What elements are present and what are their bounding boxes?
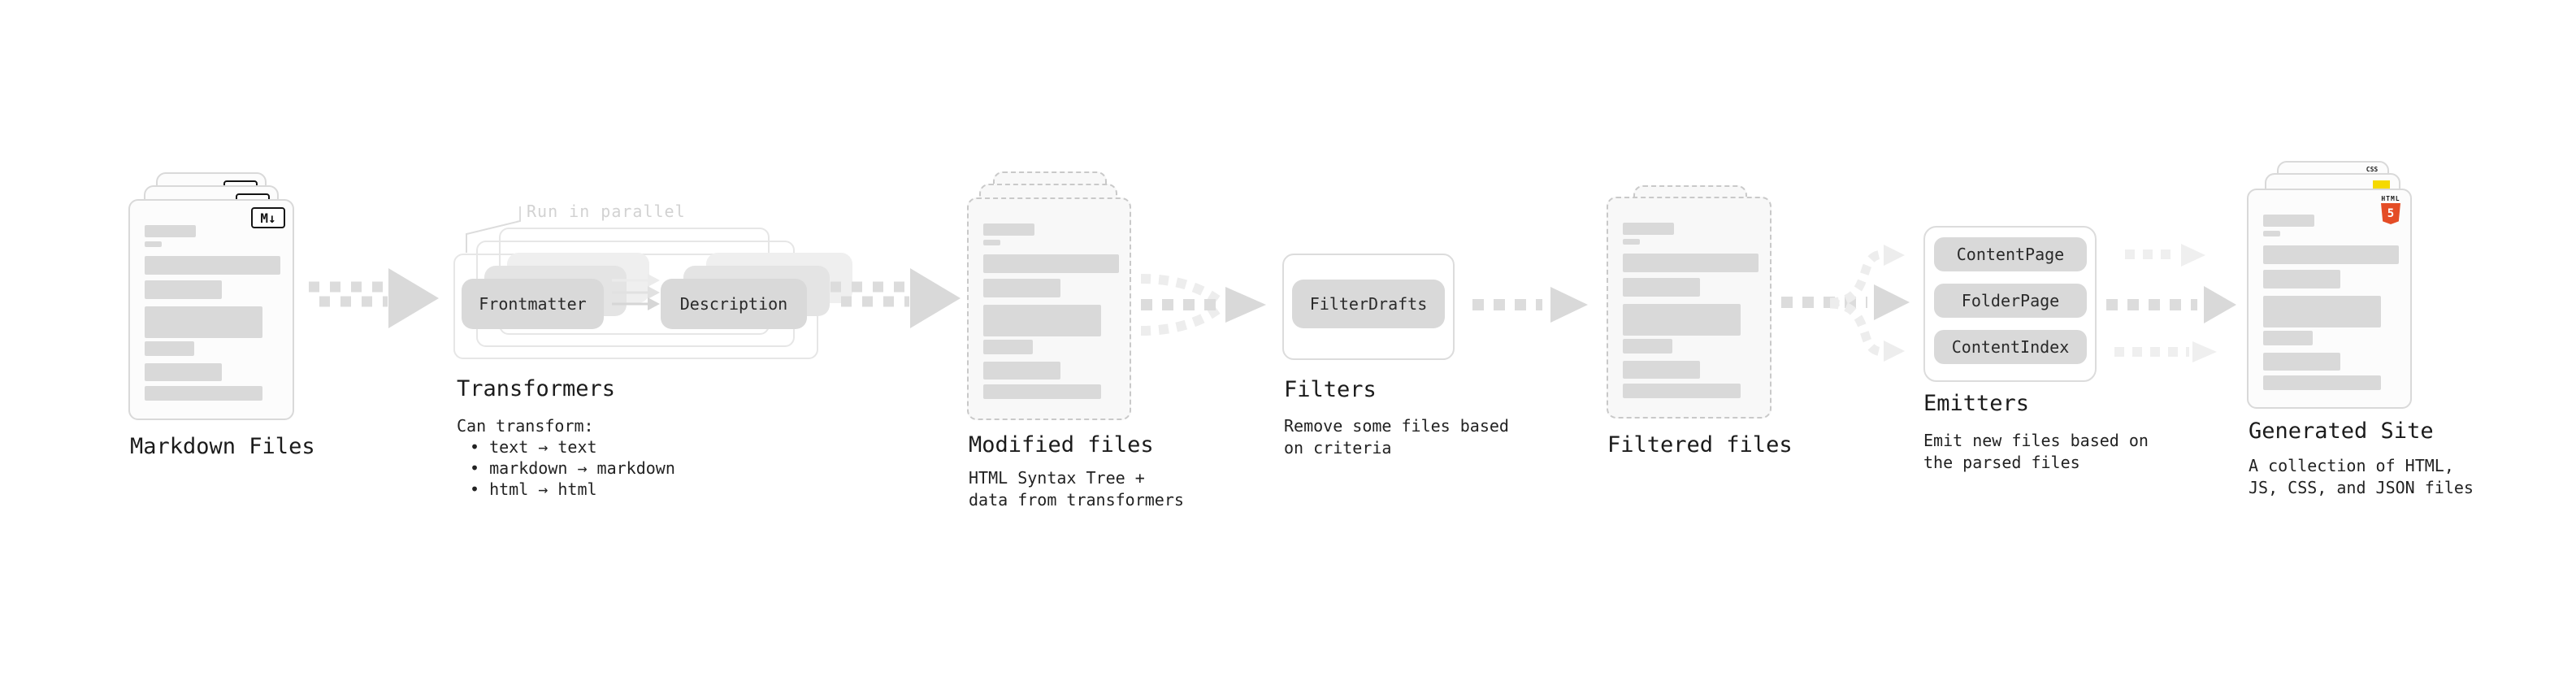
text-line-placeholder	[983, 362, 1060, 380]
transform-bullet: • text → text	[470, 437, 597, 457]
transform-bullet: • html → html	[470, 479, 597, 499]
text-line-placeholder	[983, 340, 1033, 354]
desc-line: A collection of HTML,	[2249, 456, 2454, 475]
markdown-icon: M↓	[251, 207, 285, 228]
generated-site-label: Generated Site	[2249, 419, 2434, 444]
arrow-markdown-to-transformers	[309, 268, 439, 328]
text-line-placeholder	[1623, 254, 1759, 272]
desc-line: HTML Syntax Tree +	[969, 468, 1145, 488]
text-line-placeholder	[1623, 304, 1741, 336]
html5-icon: HTML 5	[2380, 195, 2401, 224]
desc-line: Remove some files based	[1284, 416, 1509, 436]
js-file-icon	[2373, 180, 2390, 189]
text-line-placeholder	[2263, 375, 2381, 390]
text-line-placeholder	[145, 386, 262, 401]
text-line-placeholder	[983, 240, 1000, 245]
html5-shield: 5	[2381, 203, 2400, 224]
generated-site-description: A collection of HTML, JS, CSS, and JSON …	[2249, 455, 2474, 499]
contentpage-pill: ContentPage	[1934, 237, 2087, 271]
filterdrafts-pill: FilterDrafts	[1292, 280, 1445, 328]
text-line-placeholder	[145, 341, 194, 356]
html5-icon-label: HTML	[2381, 195, 2400, 202]
filters-box: FilterDrafts	[1282, 254, 1455, 360]
text-line-placeholder	[2263, 215, 2314, 227]
text-line-placeholder	[1623, 339, 1672, 354]
text-line-placeholder	[983, 254, 1119, 273]
transform-bullet: • markdown → markdown	[470, 458, 675, 478]
arrow-emitters-to-generated	[2106, 244, 2236, 362]
frontmatter-pill: Frontmatter	[462, 279, 604, 329]
text-line-placeholder	[145, 363, 222, 381]
desc-line: the parsed files	[1923, 453, 2080, 472]
folderpage-pill: FolderPage	[1934, 284, 2087, 318]
contentindex-pill: ContentIndex	[1934, 330, 2087, 364]
filtered-files-label: Filtered files	[1607, 432, 1793, 458]
desc-line: data from transformers	[969, 490, 1184, 510]
text-line-placeholder	[2263, 353, 2340, 371]
filters-description: Remove some files based on criteria	[1284, 415, 1509, 459]
text-line-placeholder	[145, 225, 196, 237]
text-line-placeholder	[145, 256, 280, 275]
text-line-placeholder	[2263, 296, 2381, 327]
css-icon-label: CSS	[2366, 166, 2379, 173]
modified-file-card-front	[967, 197, 1131, 420]
modified-files-label: Modified files	[969, 432, 1154, 458]
text-line-placeholder	[1623, 361, 1700, 379]
emitters-title: Emitters	[1923, 391, 2030, 416]
text-line-placeholder	[1623, 239, 1640, 245]
filtered-file-card-front	[1607, 197, 1772, 419]
modified-files-description: HTML Syntax Tree + data from transformer…	[969, 467, 1184, 511]
run-in-parallel-annotation: Run in parallel	[527, 202, 686, 221]
text-line-placeholder	[983, 305, 1101, 336]
text-line-placeholder	[1623, 278, 1700, 297]
emitters-box: ContentPage FolderPage ContentIndex	[1923, 226, 2097, 382]
desc-line: on criteria	[1284, 438, 1392, 458]
arrow-filtered-to-emitters	[1781, 245, 1910, 362]
text-line-placeholder	[983, 384, 1101, 399]
generated-file-card-front: HTML 5	[2247, 189, 2412, 409]
text-line-placeholder	[145, 306, 262, 338]
markdown-files-label: Markdown Files	[130, 434, 315, 459]
text-line-placeholder	[2263, 270, 2340, 288]
can-transform-line: Can transform:	[457, 416, 594, 436]
transformers-description: Can transform: • text → text • markdown …	[457, 415, 675, 500]
desc-line: Emit new files based on	[1923, 431, 2149, 450]
html5-number: 5	[2387, 207, 2395, 220]
text-line-placeholder	[2263, 245, 2399, 264]
description-pill: Description	[661, 279, 807, 329]
text-line-placeholder	[1623, 223, 1674, 235]
text-line-placeholder	[983, 223, 1034, 236]
filters-title: Filters	[1284, 377, 1377, 402]
emitters-description: Emit new files based on the parsed files	[1923, 430, 2149, 474]
markdown-file-card-front: M↓	[128, 199, 294, 420]
text-line-placeholder	[145, 241, 162, 247]
desc-line: JS, CSS, and JSON files	[2249, 478, 2474, 497]
text-line-placeholder	[1623, 384, 1741, 398]
text-line-placeholder	[145, 280, 222, 299]
transformers-title: Transformers	[457, 376, 616, 401]
arrow-filters-to-filtered	[1472, 287, 1588, 323]
text-line-placeholder	[2263, 331, 2313, 345]
text-line-placeholder	[2263, 231, 2280, 236]
arrow-modified-to-filters	[1140, 274, 1266, 336]
text-line-placeholder	[983, 279, 1060, 297]
